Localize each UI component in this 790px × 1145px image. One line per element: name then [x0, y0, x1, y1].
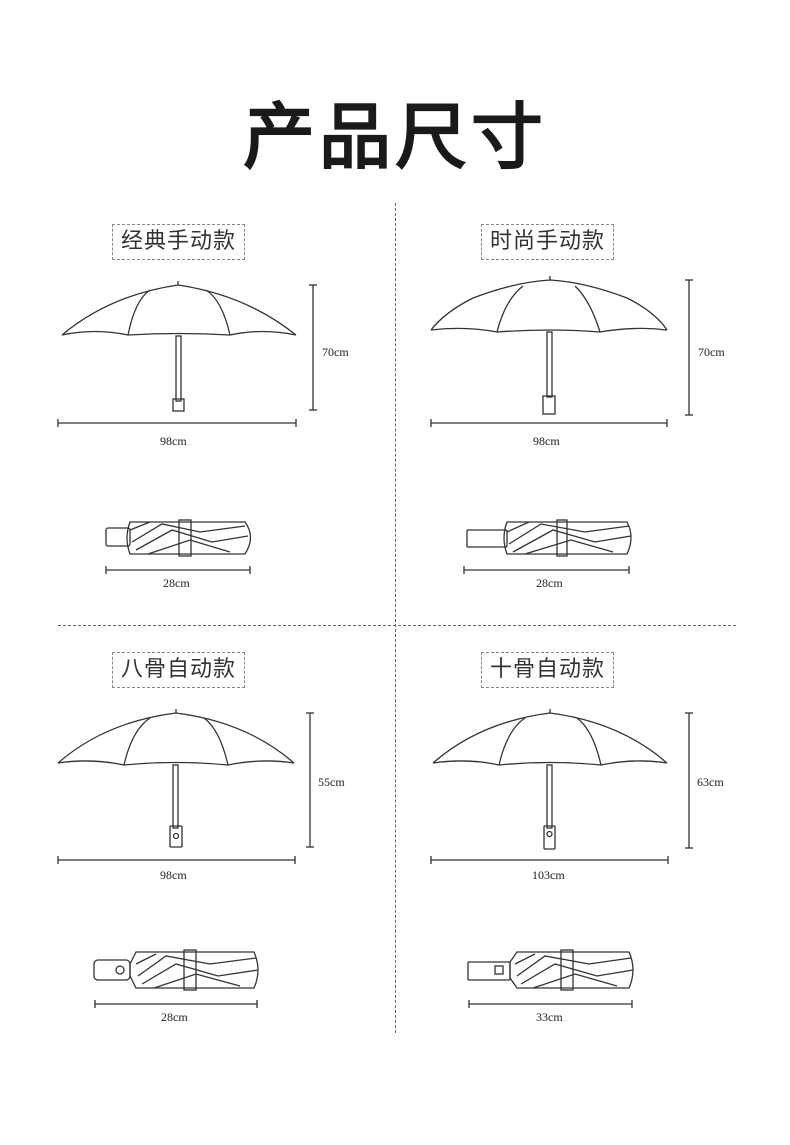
width-dimension: 103cm — [532, 868, 565, 882]
folded-length-dimension: 28cm — [536, 576, 563, 590]
height-dimension: 63cm — [697, 775, 724, 789]
vertical-divider — [395, 203, 396, 1033]
folded-length-dimension: 28cm — [161, 1010, 188, 1024]
panel-eight-rib-auto: 八骨自动款 55cm 98cm 28cm — [0, 630, 395, 1050]
panel-ten-rib-auto: 十骨自动款 63cm 103cm 33cm — [395, 630, 790, 1050]
folded-umbrella-drawing — [467, 949, 634, 1008]
height-dimension: 70cm — [322, 345, 349, 359]
open-umbrella-drawing — [430, 709, 693, 864]
model-label: 十骨自动款 — [481, 652, 615, 688]
page-title: 产品尺寸 — [242, 95, 547, 179]
width-dimension: 98cm — [160, 434, 187, 448]
folded-umbrella-drawing — [93, 949, 259, 1008]
horizontal-divider — [58, 625, 736, 626]
panel-classic-manual: 经典手动款 70cm 98cm 28cm — [0, 200, 395, 620]
width-dimension: 98cm — [533, 434, 560, 448]
folded-umbrella-drawing — [105, 519, 252, 574]
model-label: 时尚手动款 — [481, 224, 615, 260]
model-label: 经典手动款 — [112, 224, 246, 260]
open-umbrella-drawing — [430, 276, 693, 427]
folded-umbrella-drawing — [463, 519, 632, 574]
height-dimension: 70cm — [698, 345, 725, 359]
folded-length-dimension: 33cm — [536, 1010, 563, 1024]
folded-length-dimension: 28cm — [163, 576, 190, 590]
open-umbrella-drawing — [57, 709, 314, 864]
model-label: 八骨自动款 — [112, 652, 246, 688]
panel-fashion-manual: 时尚手动款 70cm 98cm 28cm — [395, 200, 790, 620]
width-dimension: 98cm — [160, 868, 187, 882]
open-umbrella-drawing — [57, 281, 317, 427]
height-dimension: 55cm — [318, 775, 345, 789]
